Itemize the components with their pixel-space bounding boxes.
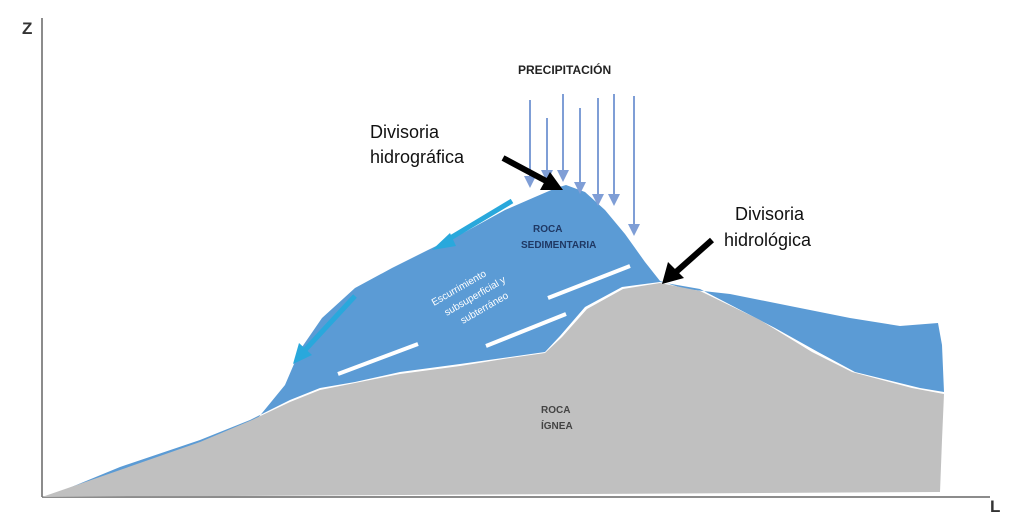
hydrologic-divide-arrow-head <box>662 262 684 284</box>
subsurface-flow-lines <box>337 264 631 376</box>
igneous-rock-label-line2: ÍGNEA <box>541 419 573 432</box>
runoff-arrow-lower <box>303 294 357 352</box>
hydrographic-divide-arrow-head <box>540 172 563 190</box>
flow-line <box>337 342 419 376</box>
hydrographic-divide-arrow <box>501 155 550 185</box>
sedimentary-rock-label-line1: ROCA <box>533 224 562 235</box>
runoff-arrow-upper <box>445 198 514 243</box>
igneous-rock-layer <box>42 283 944 497</box>
sedimentary-rock-label-line2: SEDIMENTARIA <box>521 240 596 251</box>
hydrologic-divide-arrow <box>674 237 714 275</box>
flow-line <box>547 264 631 300</box>
igneous-rock-label-line1: ROCA <box>541 405 570 416</box>
precipitation-arrows <box>524 94 640 236</box>
l-axis-label: L <box>990 497 1000 515</box>
hydrologic-divide-label-line2: hidrológica <box>724 230 812 250</box>
axes: Z L <box>22 18 1000 515</box>
surface-runoff-arrows <box>293 198 514 364</box>
hydrologic-divide-label-line1: Divisoria <box>735 204 805 224</box>
divide-pointer-arrows <box>501 155 714 284</box>
hydrographic-divide-label-line1: Divisoria <box>370 122 440 142</box>
z-axis-label: Z <box>22 19 32 38</box>
runoff-arrow-lower-head <box>293 343 312 364</box>
precipitation-label: PRECIPITACIÓN <box>518 62 611 77</box>
runoff-arrow-upper-head <box>432 233 456 250</box>
flow-line <box>485 312 567 348</box>
hydrographic-divide-label-line2: hidrográfica <box>370 147 465 167</box>
